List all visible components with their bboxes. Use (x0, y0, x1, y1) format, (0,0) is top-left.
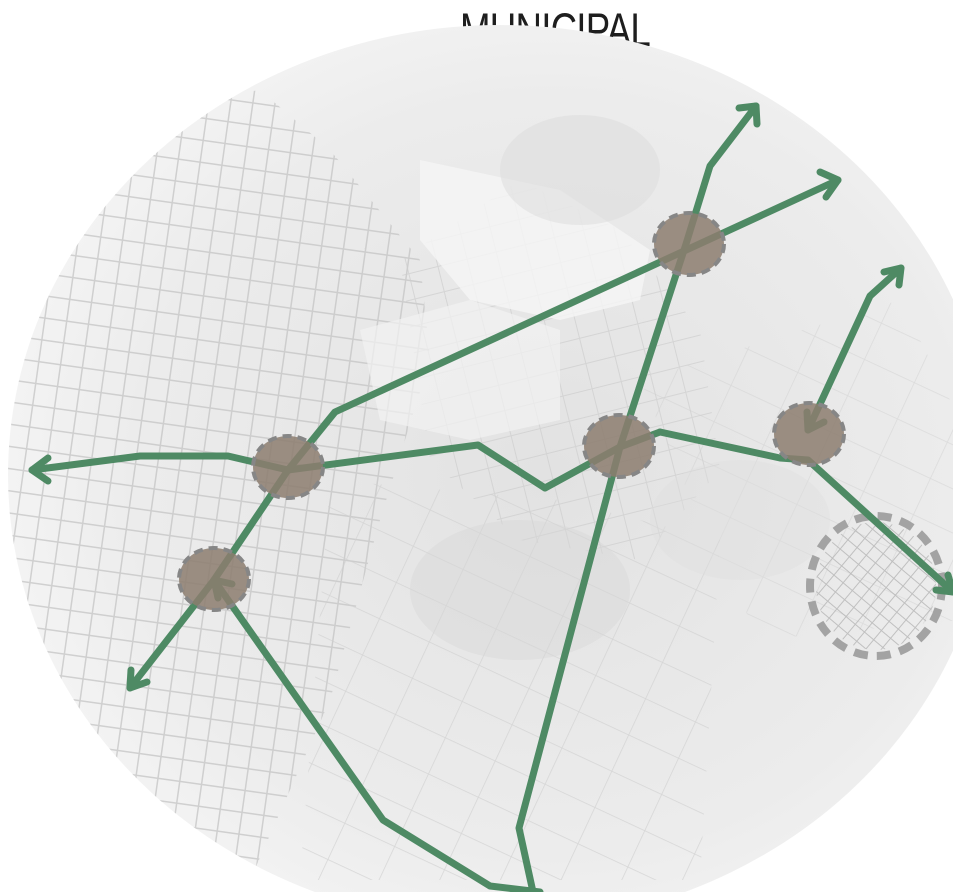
route-spur-top-arrowhead (880, 264, 905, 289)
node-east (772, 401, 846, 467)
route-southwest-arrowhead (126, 666, 151, 692)
route-northeast-spur (804, 264, 905, 434)
route-southwest-branch (210, 576, 544, 892)
node-west (251, 434, 325, 500)
route-north-arrowhead (735, 102, 761, 128)
route-east-arrowhead (932, 571, 953, 596)
node-north (652, 211, 726, 277)
route-northeast-arrowhead (816, 168, 842, 201)
node-center (582, 413, 656, 479)
route-west-arrowhead (28, 454, 52, 485)
node-southwest (177, 546, 251, 612)
route-north-south-trunk (515, 102, 760, 892)
